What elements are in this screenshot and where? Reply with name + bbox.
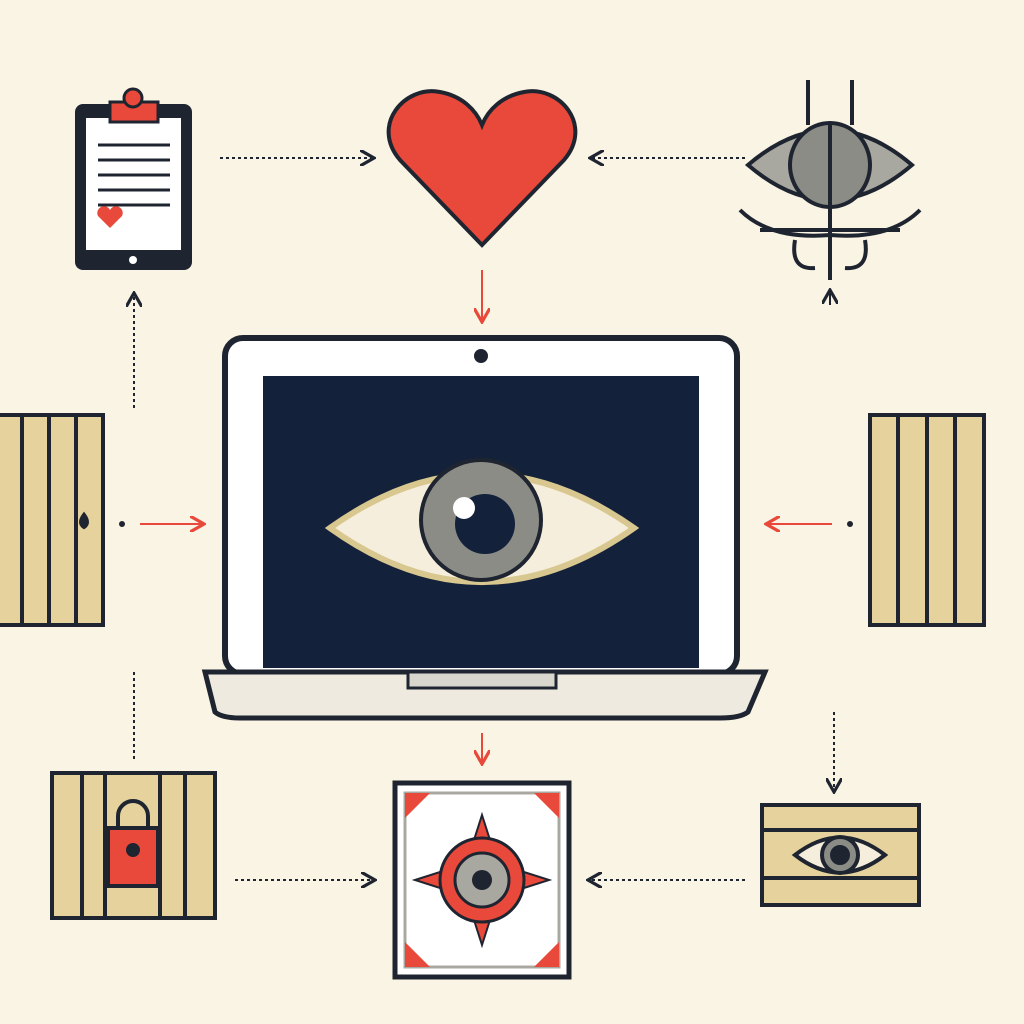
connector-arrows: [119, 158, 853, 880]
eye-plank-icon: [760, 803, 921, 907]
target-eye-icon: [392, 780, 572, 980]
heart-icon: [386, 89, 578, 248]
wooden-panel-icon: [868, 413, 986, 627]
laptop-eye-icon: [201, 335, 769, 721]
padlock-crate-icon: [50, 771, 217, 920]
eye-device-icon: [738, 80, 922, 280]
wooden-door-icon: [0, 413, 105, 627]
clipboard-heart-icon: [75, 87, 192, 270]
